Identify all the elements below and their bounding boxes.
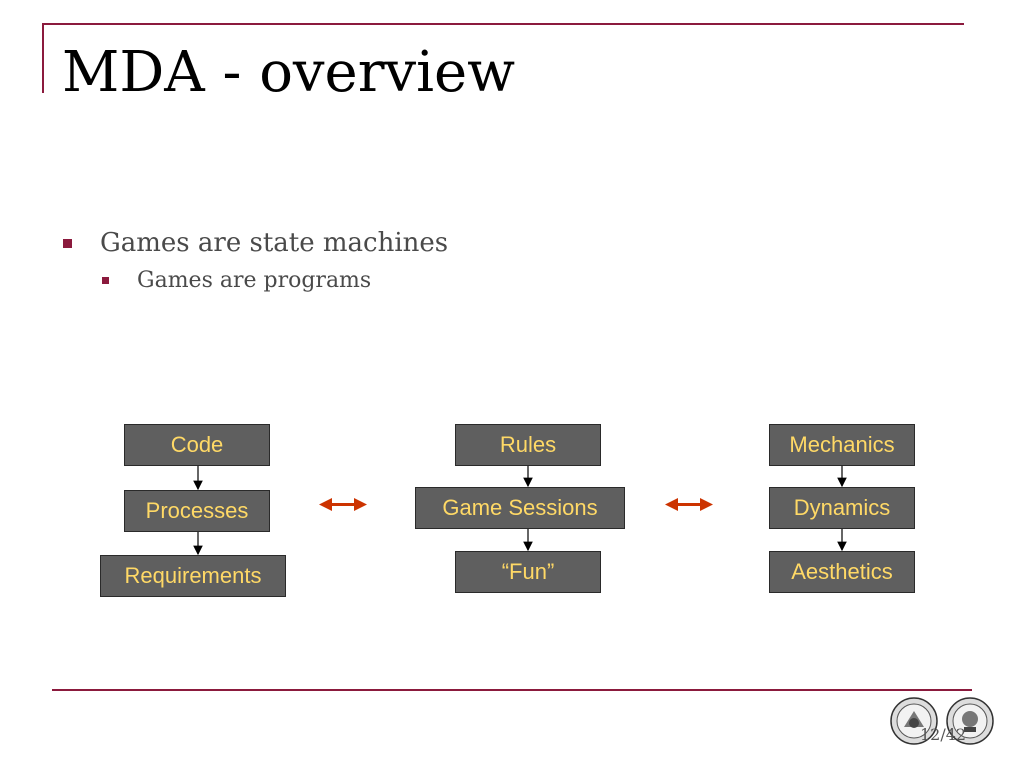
box-processes: Processes xyxy=(124,490,270,532)
footer-line xyxy=(52,689,972,691)
top-frame-line xyxy=(42,23,964,25)
box-dynamics: Dynamics xyxy=(769,487,915,529)
university-seal-icon xyxy=(890,697,938,745)
faculty-seal-icon xyxy=(946,697,994,745)
bullet-text: Games are state machines xyxy=(100,228,449,258)
double-arrow-left xyxy=(319,498,367,511)
box-requirements: Requirements xyxy=(100,555,286,597)
box-code: Code xyxy=(124,424,270,466)
bullet-text: Games are programs xyxy=(137,268,372,293)
bullet-square-icon xyxy=(102,277,109,284)
box-game-sessions: Game Sessions xyxy=(415,487,625,529)
bullet-level-1: Games are state machines xyxy=(63,228,448,258)
box-mechanics: Mechanics xyxy=(769,424,915,466)
bullet-level-2: Games are programs xyxy=(102,268,371,293)
double-arrow-right xyxy=(665,498,713,511)
box-fun: “Fun” xyxy=(455,551,601,593)
left-frame-line xyxy=(42,23,44,93)
slide-title: MDA - overview xyxy=(62,40,516,105)
page-number: 12/42 xyxy=(920,725,967,744)
bullet-square-icon xyxy=(63,238,72,248)
box-rules: Rules xyxy=(455,424,601,466)
box-aesthetics: Aesthetics xyxy=(769,551,915,593)
